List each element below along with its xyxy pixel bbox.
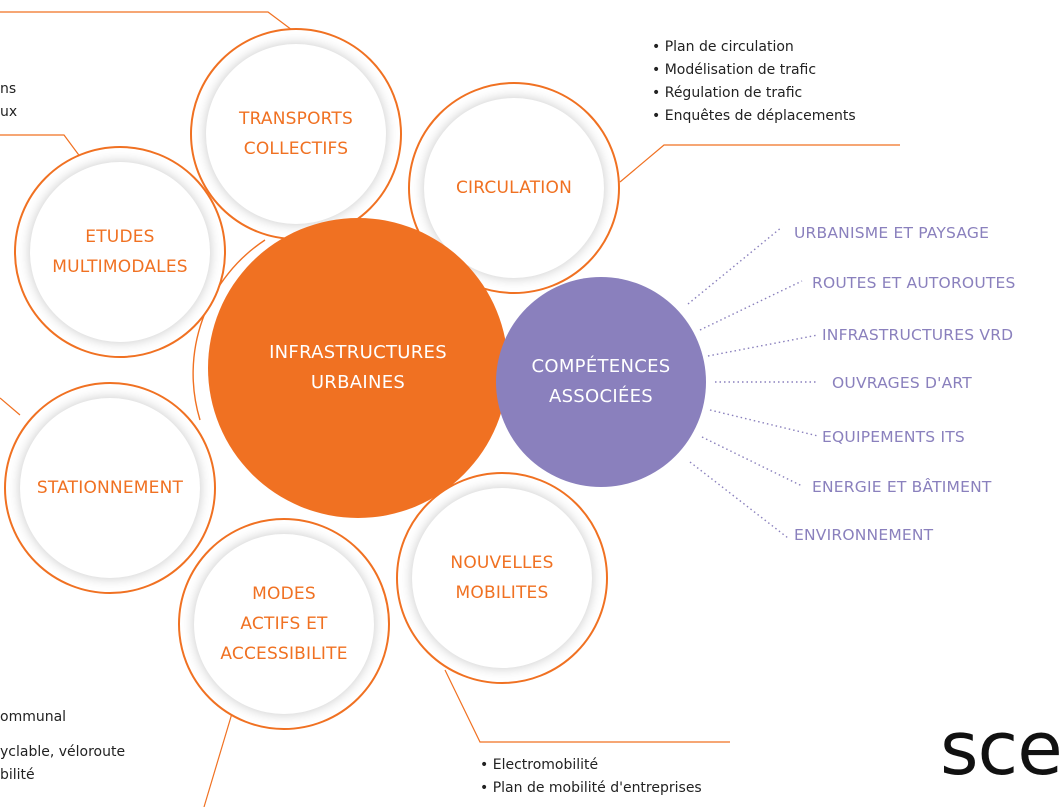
list-item: Enquêtes de déplacements bbox=[652, 105, 856, 128]
list-item: Plan de circulation bbox=[652, 36, 856, 59]
text-fragment: ommunal bbox=[0, 709, 67, 725]
nouvelles-connector bbox=[444, 669, 730, 743]
domain-etudes[interactable]: ETUDES MULTIMODALES bbox=[14, 146, 226, 358]
text-fragment: bilité bbox=[0, 767, 35, 783]
text-fragment: yclable, véloroute bbox=[0, 744, 126, 760]
competence-urbanisme: URBANISME ET PAYSAGE bbox=[794, 224, 990, 242]
nouvelles-list: Electromobilité Plan de mobilité d'entre… bbox=[480, 754, 702, 800]
domain-nouvelles[interactable]: NOUVELLES MOBILITES bbox=[396, 472, 608, 684]
domain-label: ETUDES MULTIMODALES bbox=[52, 227, 188, 277]
domain-label: TRANSPORTS COLLECTIFS bbox=[238, 109, 354, 159]
etudes-connector bbox=[0, 134, 85, 163]
sce-logo: sce bbox=[940, 706, 1060, 792]
center-circle[interactable]: INFRASTRUCTURES URBAINES bbox=[208, 218, 508, 518]
competence-ouvrages: OUVRAGES D'ART bbox=[832, 374, 972, 392]
competence-energie: ENERGIE ET BÂTIMENT bbox=[812, 478, 992, 496]
comp-line-6 bbox=[701, 436, 803, 487]
modes-text-fragment: ommunal yclable, véloroute bilité bbox=[0, 706, 125, 787]
domain-modes[interactable]: MODES ACTIFS ET ACCESSIBILITE bbox=[178, 518, 390, 730]
list-item: Modélisation de trafic bbox=[652, 59, 856, 82]
comp-line-5 bbox=[709, 409, 819, 437]
comp-line-3 bbox=[707, 334, 819, 357]
stationnement-connector bbox=[0, 397, 21, 416]
domain-label: CIRCULATION bbox=[455, 178, 573, 198]
list-item: Plan de mobilité d'entreprises bbox=[480, 777, 702, 800]
competence-vrd: INFRASTRUCTURES VRD bbox=[822, 326, 1014, 344]
etudes-text-fragment: ns ux bbox=[0, 78, 17, 124]
associated-circle[interactable]: COMPÉTENCES ASSOCIÉES bbox=[496, 277, 706, 487]
domain-label: STATIONNEMENT bbox=[36, 478, 184, 498]
comp-line-7 bbox=[689, 461, 789, 539]
modes-connector bbox=[203, 699, 237, 807]
domain-label: NOUVELLES MOBILITES bbox=[450, 553, 554, 603]
text-fragment: ns bbox=[0, 81, 17, 97]
domain-circulation[interactable]: CIRCULATION bbox=[408, 82, 620, 294]
domain-transports[interactable]: TRANSPORTS COLLECTIFS bbox=[190, 28, 402, 240]
list-item: Régulation de trafic bbox=[652, 82, 856, 105]
domain-stationnement[interactable]: STATIONNEMENT bbox=[4, 382, 216, 594]
competence-its: EQUIPEMENTS ITS bbox=[822, 428, 965, 446]
competence-routes: ROUTES ET AUTOROUTES bbox=[812, 274, 1016, 292]
associated-label: COMPÉTENCES ASSOCIÉES bbox=[531, 356, 671, 407]
list-item: Electromobilité bbox=[480, 754, 702, 777]
center-ring bbox=[192, 239, 266, 421]
domain-label: MODES ACTIFS ET ACCESSIBILITE bbox=[220, 584, 348, 664]
competence-environnement: ENVIRONNEMENT bbox=[794, 526, 934, 544]
center-label: INFRASTRUCTURES URBAINES bbox=[269, 342, 447, 393]
comp-line-1 bbox=[687, 226, 783, 305]
circulation-list: Plan de circulation Modélisation de traf… bbox=[652, 36, 856, 128]
comp-line-2 bbox=[699, 280, 803, 331]
text-fragment: ux bbox=[0, 104, 18, 120]
circulation-connector bbox=[619, 144, 900, 183]
transports-connector bbox=[0, 11, 293, 31]
